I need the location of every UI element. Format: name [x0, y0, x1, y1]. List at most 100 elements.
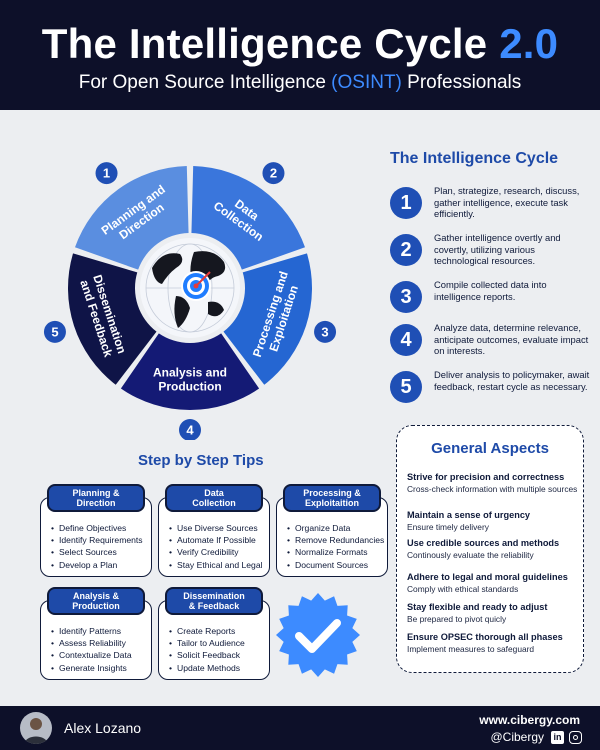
general-aspect-desc: Ensure timely delivery [407, 522, 489, 532]
general-aspect-title: Stay flexible and ready to adjust [407, 602, 548, 612]
wheel-number: 1 [103, 166, 110, 181]
tip-list-item: Use Diverse Sources [169, 522, 263, 534]
tip-list: Identify PatternsAssess ReliabilityConte… [51, 625, 132, 674]
tip-list-item: Remove Redundancies [287, 534, 384, 546]
tip-card: Planning &DirectionDefine ObjectivesIden… [40, 484, 152, 577]
wheel-number-badge [179, 419, 201, 440]
wheel-segment [191, 166, 306, 270]
tip-list-item: Document Sources [287, 559, 384, 571]
cycle-item-text: Gather intelligence overtly and covertly… [434, 232, 561, 266]
page-title: The Intelligence Cycle 2.0 [0, 20, 600, 68]
cycle-list-item: 4 Analyze data, determine relevance, anti… [390, 322, 590, 364]
verified-badge-icon [276, 593, 360, 677]
tips-heading: Step by Step Tips [138, 452, 264, 469]
cycle-number-badge: 2 [390, 234, 422, 266]
tip-list-item: Update Methods [169, 662, 245, 674]
tip-list-item: Tailor to Audience [169, 637, 245, 649]
tip-list-item: Create Reports [169, 625, 245, 637]
tip-list-item: Select Sources [51, 546, 143, 558]
general-aspect-desc: Implement measures to safeguard [407, 644, 535, 654]
cycle-number-badge: 3 [390, 281, 422, 313]
tip-list-item: Define Objectives [51, 522, 143, 534]
wheel-number-badge [43, 320, 66, 343]
page-subtitle: For Open Source Intelligence (OSINT) Pro… [0, 72, 600, 94]
general-aspect-item: Stay flexible and ready to adjust Be prep… [407, 602, 579, 625]
general-aspect-desc: Comply with ethical standards [407, 584, 519, 594]
general-aspect-title: Strive for precision and correctness [407, 472, 565, 482]
footer: Alex Lozano www.cibergy.com @Cibergy in [0, 706, 600, 750]
tip-card: Processing &ExploitaitionOrganize DataRe… [276, 484, 388, 577]
author-name: Alex Lozano [64, 720, 142, 736]
tip-list-item: Contextualize Data [51, 649, 132, 661]
general-aspects-box: General Aspects Strive for precision and… [396, 425, 584, 673]
tip-list-item: Automate If Possible [169, 534, 263, 546]
tip-list-item: Assess Reliability [51, 637, 132, 649]
tip-list: Define ObjectivesIdentify RequirementsSe… [51, 522, 143, 571]
tip-card: Dissemination& FeedbackCreate ReportsTai… [158, 587, 270, 680]
wheel-segment [67, 253, 157, 385]
wheel-number-badge [262, 162, 285, 185]
wheel-number: 5 [51, 324, 58, 339]
website-link[interactable]: www.cibergy.com [479, 713, 580, 727]
tip-list-item: Identify Requirements [51, 534, 143, 546]
general-aspect-title: Use credible sources and methods [407, 538, 560, 548]
general-aspect-desc: Be prepared to pivot quicly [407, 614, 507, 624]
tip-list: Organize DataRemove RedundanciesNormaliz… [287, 522, 384, 571]
tip-card-label: Analysis &Production [47, 587, 145, 615]
wheel-number-badge [95, 162, 118, 185]
tip-list-item: Develop a Plan [51, 559, 143, 571]
cycle-item-text: Deliver analysis to policymaker, await f… [434, 369, 590, 392]
tip-list-item: Identify Patterns [51, 625, 132, 637]
cycle-list-item: 2 Gather intelligence overtly and covertl… [390, 232, 590, 274]
wheel-number-badge [314, 320, 337, 343]
cycle-list-item: 3 Compile collected data into intelligenc… [390, 279, 590, 321]
avatar [20, 712, 52, 744]
cycle-number-badge: 4 [390, 324, 422, 356]
wheel-number: 2 [270, 166, 277, 181]
cycle-list-item: 1 Plan, strategize, research, discuss, ga… [390, 185, 590, 227]
tip-list-item: Verify Credibility [169, 546, 263, 558]
tip-card-label: Planning &Direction [47, 484, 145, 512]
cycle-item-text: Compile collected data into intelligence… [434, 279, 547, 302]
wheel-number: 3 [321, 324, 328, 339]
general-aspect-desc: Cross-check information with multiple so… [407, 484, 578, 494]
tip-list-item: Organize Data [287, 522, 384, 534]
tip-list-item: Generate Insights [51, 662, 132, 674]
wheel-segment [120, 333, 260, 410]
cycle-item-text: Plan, strategize, research, discuss, gat… [434, 185, 580, 219]
title-version: 2.0 [499, 20, 559, 67]
social-handle[interactable]: @Cibergy [490, 730, 544, 744]
tip-list: Use Diverse SourcesAutomate If PossibleV… [169, 522, 263, 571]
cycle-number-badge: 1 [390, 187, 422, 219]
tip-list: Create ReportsTailor to AudienceSolicit … [169, 625, 245, 674]
tip-list-item: Stay Ethical and Legal [169, 559, 263, 571]
general-aspect-title: Maintain a sense of urgency [407, 510, 531, 520]
instagram-icon[interactable] [569, 731, 582, 744]
tip-list-item: Normalize Formats [287, 546, 384, 558]
subtitle-pre: For Open Source Intelligence [78, 72, 326, 93]
globe-icon [140, 238, 240, 338]
tip-list-item: Solicit Feedback [169, 649, 245, 661]
linkedin-icon[interactable]: in [551, 731, 564, 744]
cycle-heading: The Intelligence Cycle [390, 150, 559, 167]
general-aspect-title: Ensure OPSEC thorough all phases [407, 632, 563, 642]
wheel-segment [223, 253, 312, 385]
wheel-number: 4 [186, 423, 194, 438]
cycle-item-text: Analyze data, determine relevance, antic… [434, 322, 589, 356]
subtitle-accent: (OSINT) [331, 72, 402, 93]
general-aspect-title: Adhere to legal and moral guidelines [407, 572, 568, 582]
general-aspect-desc: Continously evaluate the reliability [407, 550, 534, 560]
title-main: The Intelligence Cycle [41, 20, 488, 67]
tip-card: Analysis &ProductionIdentify PatternsAss… [40, 587, 152, 680]
cycle-wheel-graphic: Planning andDirection1DataCollection2Pro… [43, 162, 337, 440]
subtitle-post: Professionals [407, 72, 522, 93]
